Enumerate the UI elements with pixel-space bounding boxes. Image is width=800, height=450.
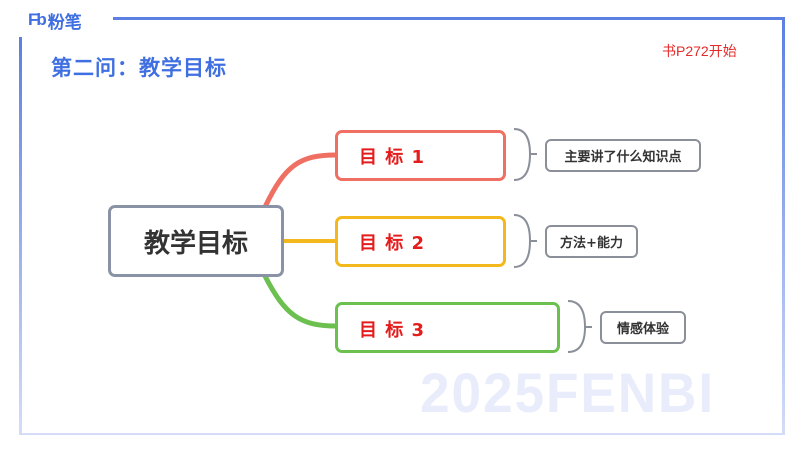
frame-border-left bbox=[19, 37, 22, 435]
page-title: 第二问：教学目标 bbox=[51, 56, 227, 80]
detail-node-label: 主要讲了什么知识点 bbox=[564, 150, 682, 165]
goal-node-label: 目 标 2 bbox=[359, 232, 426, 254]
header-divider bbox=[113, 17, 785, 20]
mindmap-center-node[interactable]: 教学目标 bbox=[108, 205, 284, 277]
detail-node-knowledge[interactable]: 主要讲了什么知识点 bbox=[545, 139, 701, 172]
detail-node-method-ability[interactable]: 方法+能力 bbox=[545, 225, 638, 258]
logo-text: 粉笔 bbox=[47, 12, 82, 33]
goal-node-label: 目 标 1 bbox=[359, 146, 426, 168]
bracket-3 bbox=[567, 300, 592, 353]
goal-node-1[interactable]: 目 标 1 bbox=[335, 130, 506, 181]
detail-node-label: 情感体验 bbox=[616, 322, 669, 337]
fenbi-logo: Fb 粉笔 bbox=[28, 9, 82, 33]
connector-goal-3 bbox=[262, 273, 339, 329]
frame-border-right bbox=[782, 17, 785, 435]
goal-node-label: 目 标 3 bbox=[359, 320, 426, 341]
goal-node-3[interactable]: 目 标 3 bbox=[335, 302, 560, 353]
bracket-2 bbox=[513, 214, 537, 268]
connector-goal-1 bbox=[262, 152, 339, 210]
detail-node-label: 方法+能力 bbox=[560, 236, 623, 251]
page-reference-note: 书P272开始 bbox=[662, 43, 737, 59]
detail-node-emotion[interactable]: 情感体验 bbox=[600, 311, 686, 344]
center-node-label: 教学目标 bbox=[143, 228, 248, 259]
frame-border-bottom bbox=[19, 433, 785, 435]
goal-node-2[interactable]: 目 标 2 bbox=[335, 216, 506, 267]
bracket-1 bbox=[513, 128, 537, 181]
logo-mark-icon: Fb bbox=[28, 10, 47, 29]
watermark: 2025FENBI bbox=[420, 361, 716, 424]
